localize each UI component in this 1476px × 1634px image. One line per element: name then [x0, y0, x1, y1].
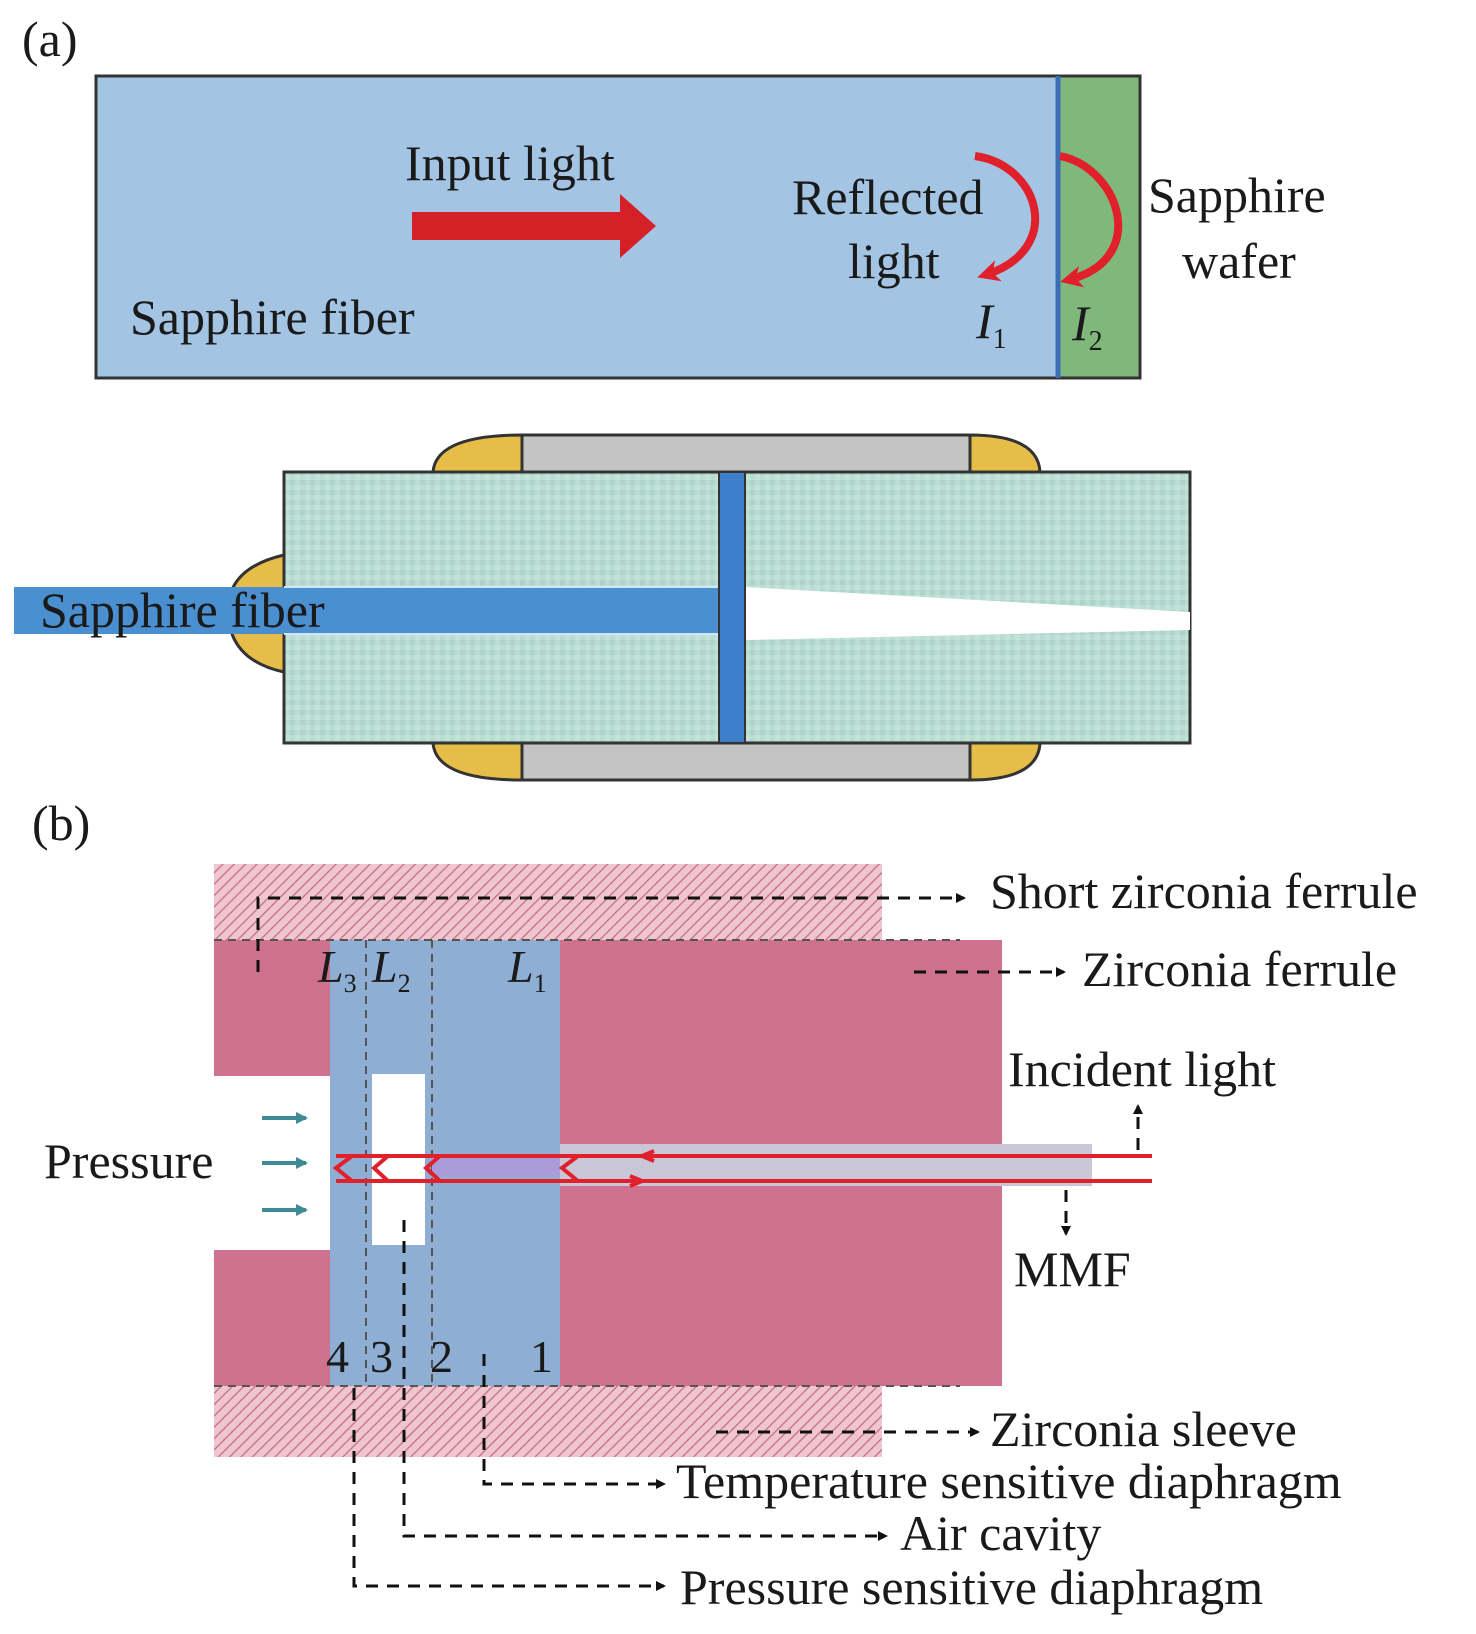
fiber-in-diaphragm [432, 1154, 560, 1176]
panel-b-label: (b) [32, 795, 90, 851]
l3-label: L3 [317, 941, 357, 998]
interface-3: 3 [370, 1331, 393, 1382]
interface-2: 2 [430, 1331, 453, 1382]
sapphire-fiber-label-bottom: Sapphire fiber [40, 582, 325, 638]
pressure-label: Pressure [44, 1133, 213, 1189]
gold-cap-top-right [968, 433, 1042, 474]
interface-4: 4 [326, 1331, 349, 1382]
zirconia-ferrule-label: Zirconia ferrule [1082, 941, 1397, 997]
gold-cap-bottom-left [431, 741, 524, 782]
leader-lines [256, 893, 1143, 1591]
reflection-arrow-i2 [1059, 152, 1123, 288]
zirconia-sleeve-label: Zirconia sleeve [990, 1401, 1297, 1457]
air-cavity [372, 1074, 425, 1245]
zirconia-sleeve [214, 1386, 882, 1457]
sapphire-fiber-core [14, 587, 719, 634]
input-light-label: Input light [405, 135, 615, 191]
reflection-schematic: Input light Reflected light Sapphire fib… [94, 74, 1326, 380]
i2-label: I2 [1071, 295, 1103, 357]
sensor-head: Sapphire fiber [14, 433, 1192, 782]
panel-a-label: (a) [22, 11, 78, 67]
short-zirconia-ferrule [214, 864, 882, 940]
reflected-light-label-1: Reflected [792, 169, 984, 225]
gold-cap-top-left [431, 433, 524, 474]
sapphire-wafer-label-2: wafer [1182, 233, 1296, 289]
interface-1: 1 [530, 1331, 553, 1382]
short-zirconia-ferrule-label: Short zirconia ferrule [990, 863, 1418, 919]
i1-label: I1 [975, 293, 1007, 355]
sapphire-wafer-strip [718, 471, 746, 744]
l2-label: L2 [371, 941, 411, 998]
sapphire-fiber-label-top: Sapphire fiber [130, 289, 415, 345]
air-cavity-label: Air cavity [900, 1505, 1101, 1561]
gray-bar-bottom [520, 741, 972, 782]
l1-label: L1 [507, 941, 547, 998]
left-ferrule-top [214, 940, 330, 1076]
reflected-light-label-2: light [848, 233, 940, 289]
reflection-arrow-i1 [974, 152, 1040, 282]
incident-light-label: Incident light [1008, 1041, 1276, 1097]
temperature-diaphragm-label: Temperature sensitive diaphragm [676, 1453, 1342, 1509]
fp-sensor-structure: L3 L2 L1 4 3 2 1 Pressure [44, 864, 1152, 1457]
input-light-arrow [412, 194, 656, 258]
gray-bar-top [520, 433, 972, 474]
gold-cap-bottom-right [968, 741, 1042, 782]
mmf-label: MMF [1014, 1241, 1131, 1297]
left-ferrule-bottom [214, 1250, 330, 1386]
pressure-diaphragm-label: Pressure sensitive diaphragm [680, 1559, 1263, 1615]
cavity-wedge [745, 587, 1190, 640]
sapphire-wafer [1056, 74, 1142, 380]
sapphire-wafer-label-1: Sapphire [1148, 167, 1326, 223]
